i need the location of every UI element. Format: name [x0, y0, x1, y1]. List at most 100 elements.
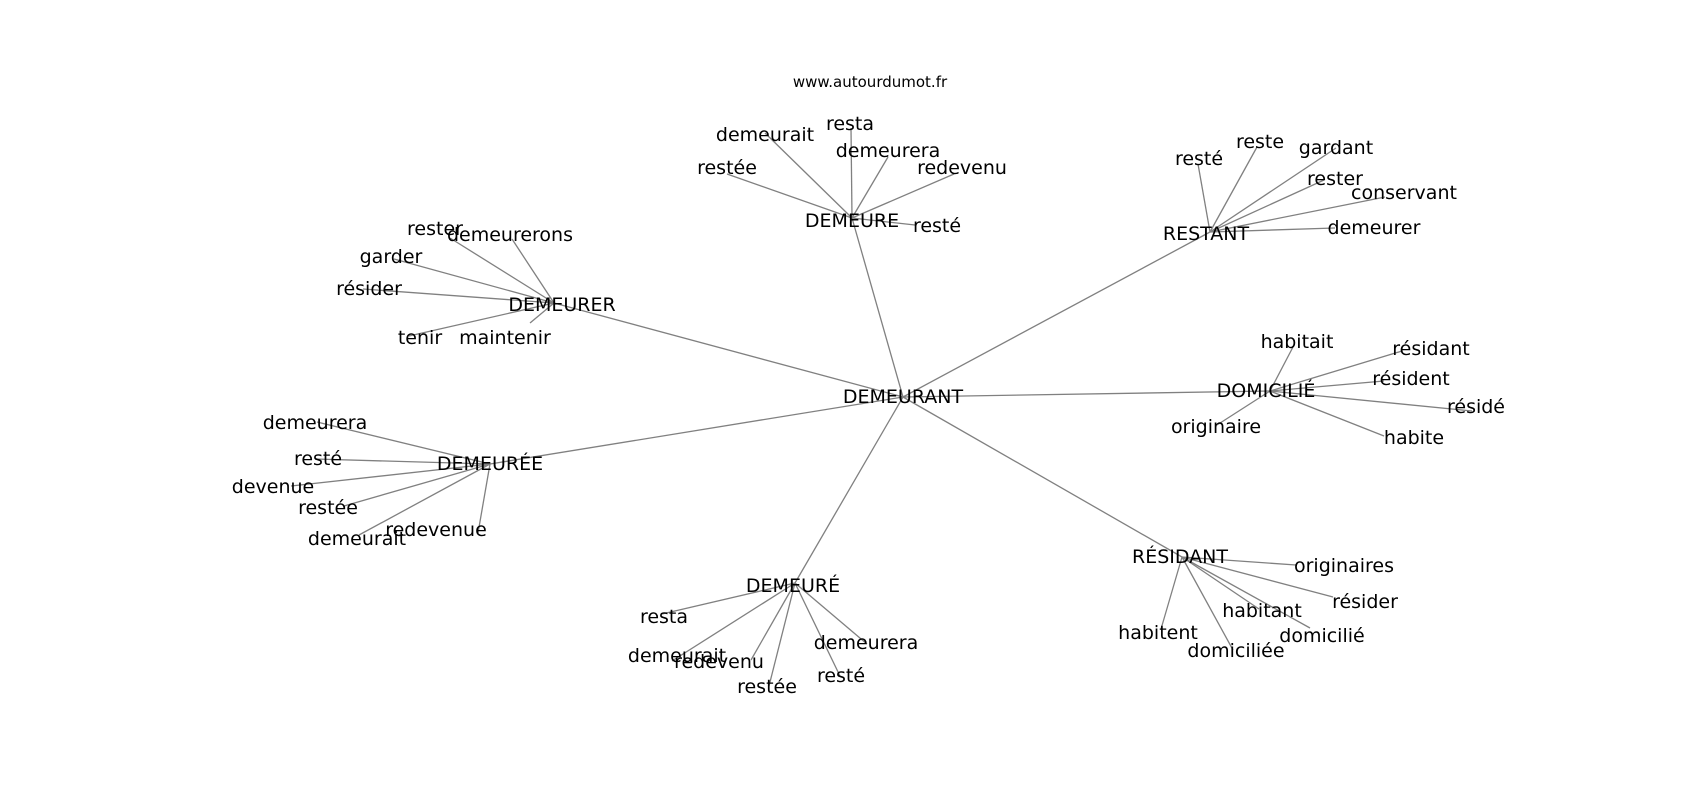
- hub-to-leaf-edge: [764, 132, 853, 219]
- hub-to-leaf-edge: [314, 458, 491, 465]
- hub-to-leaf-edge: [750, 582, 796, 661]
- hub-to-leaf-edge: [290, 463, 491, 487]
- leaf-node-label[interactable]: resté: [1175, 148, 1223, 170]
- hub-to-leaf-edge: [408, 302, 555, 337]
- watermark: www.autourdumot.fr: [793, 73, 948, 91]
- hub-to-leaf-edge: [661, 582, 796, 615]
- hub-node-label[interactable]: DEMEURÉE: [437, 452, 543, 475]
- leaf-node-label[interactable]: restée: [697, 157, 757, 179]
- hub-node-label[interactable]: RESTANT: [1163, 223, 1250, 245]
- hub-to-leaf-edge: [1209, 147, 1337, 233]
- root-to-hub-edge: [851, 217, 904, 398]
- root-to-hub-edge: [902, 231, 1211, 398]
- hub-to-leaf-edge: [1269, 380, 1385, 392]
- leaf-node-label[interactable]: gardant: [1299, 137, 1373, 159]
- hub-to-leaf-edge: [343, 463, 491, 507]
- leaf-node-label[interactable]: demeurait: [628, 645, 726, 667]
- leaf-node-label[interactable]: domiciliée: [1187, 640, 1284, 662]
- leaf-node-label[interactable]: originaires: [1294, 555, 1394, 577]
- hub-to-leaf-edge: [1209, 179, 1325, 233]
- leaf-node-label[interactable]: rester: [407, 218, 463, 240]
- leaf-node-label[interactable]: habitant: [1222, 600, 1302, 622]
- hub-to-leaf-edge: [851, 173, 955, 219]
- hub-node-label[interactable]: DEMEURER: [508, 294, 615, 316]
- leaf-node-label[interactable]: habite: [1384, 427, 1444, 449]
- hub-to-leaf-edge: [794, 582, 868, 645]
- hub-to-leaf-edge: [393, 258, 555, 304]
- hub-to-leaf-edge: [316, 421, 491, 465]
- leaf-node-label[interactable]: résident: [1372, 368, 1450, 390]
- root-node-label[interactable]: DEMEURANT: [843, 386, 964, 408]
- leaf-node-label[interactable]: demeurera: [263, 412, 368, 434]
- hub-to-leaf-edge: [671, 582, 796, 662]
- leaf-node-label[interactable]: demeurer: [1328, 217, 1421, 239]
- hub-to-leaf-edge: [477, 463, 491, 534]
- leaf-node-label[interactable]: devenue: [232, 476, 314, 498]
- hub-node-label[interactable]: DOMICILIÉ: [1217, 379, 1316, 402]
- hub-to-leaf-edge: [1269, 350, 1403, 392]
- hub-to-leaf-edge: [1181, 556, 1234, 651]
- leaf-node-label[interactable]: demeurera: [836, 140, 941, 162]
- root-to-hub-edge: [489, 396, 904, 465]
- leaf-node-label[interactable]: demeurerons: [447, 224, 573, 246]
- leaf-node-label[interactable]: rester: [1307, 168, 1363, 190]
- leaf-node-label[interactable]: resté: [913, 215, 961, 237]
- hub-to-leaf-edge: [851, 217, 916, 226]
- leaf-node-label[interactable]: resta: [826, 113, 874, 135]
- leaf-node-label[interactable]: redevenu: [917, 157, 1007, 179]
- hub-to-leaf-edge: [1269, 346, 1294, 392]
- hub-to-leaf-edge: [1269, 390, 1473, 412]
- edge-layer: [290, 127, 1473, 687]
- hub-to-leaf-edge: [726, 173, 853, 219]
- hub-to-leaf-edge: [358, 463, 491, 536]
- leaf-node-label[interactable]: maintenir: [459, 327, 551, 349]
- leaf-node-label[interactable]: habitent: [1118, 622, 1198, 644]
- hub-to-leaf-edge: [529, 302, 555, 324]
- leaf-node-label[interactable]: résider: [336, 278, 402, 300]
- leaf-node-label[interactable]: résidant: [1392, 338, 1469, 360]
- hub-to-leaf-edge: [1181, 556, 1297, 566]
- leaf-node-label[interactable]: resté: [294, 448, 342, 470]
- hub-to-leaf-edge: [1209, 196, 1386, 233]
- hub-to-leaf-edge: [1209, 227, 1336, 233]
- hub-to-leaf-edge: [768, 582, 796, 687]
- hub-to-leaf-edge: [1160, 556, 1183, 630]
- leaf-node-label[interactable]: habitait: [1261, 331, 1334, 353]
- hub-to-leaf-edge: [1269, 390, 1385, 437]
- hub-node-label[interactable]: DEMEURÉ: [746, 574, 840, 597]
- hub-to-leaf-edge: [794, 582, 841, 677]
- hub-to-leaf-edge: [1181, 556, 1260, 610]
- leaf-node-label[interactable]: domicilié: [1279, 625, 1364, 647]
- hub-to-leaf-edge: [1197, 163, 1211, 233]
- hub-to-leaf-edge: [449, 237, 555, 304]
- leaf-node-label[interactable]: redevenu: [674, 651, 764, 673]
- leaf-node-label[interactable]: restée: [737, 676, 797, 698]
- leaf-node-label[interactable]: résidé: [1447, 396, 1505, 418]
- hub-node-label[interactable]: RÉSIDANT: [1132, 545, 1228, 568]
- leaf-node-label[interactable]: garder: [360, 246, 423, 268]
- leaf-node-label[interactable]: conservant: [1351, 182, 1457, 204]
- root-to-hub-edge: [902, 396, 1183, 558]
- leaf-node-label[interactable]: redevenue: [385, 519, 487, 541]
- root-to-hub-edge: [553, 302, 904, 398]
- hub-to-leaf-edge: [850, 127, 853, 219]
- hub-to-leaf-edge: [1216, 390, 1271, 426]
- leaf-node-label[interactable]: résider: [1332, 591, 1398, 613]
- hub-to-leaf-edge: [851, 156, 889, 219]
- root-to-hub-edge: [902, 390, 1271, 398]
- leaf-node-label[interactable]: demeurera: [814, 632, 919, 654]
- root-to-hub-edge: [794, 396, 904, 584]
- leaf-node-label[interactable]: tenir: [398, 327, 442, 349]
- leaf-node-label[interactable]: demeurait: [308, 528, 406, 550]
- leaf-node-label[interactable]: originaire: [1171, 416, 1261, 438]
- leaf-node-label[interactable]: demeurait: [716, 124, 814, 146]
- leaf-node-label[interactable]: reste: [1236, 131, 1284, 153]
- label-layer: www.autourdumot.fr DEMEURANT DEMEURE demeu…: [232, 73, 1505, 698]
- leaf-node-label[interactable]: restée: [298, 497, 358, 519]
- hub-node-label[interactable]: DEMEURE: [805, 210, 899, 232]
- leaf-node-label[interactable]: resta: [640, 606, 688, 628]
- hub-to-leaf-edge: [362, 288, 555, 304]
- leaf-node-label[interactable]: resté: [817, 665, 865, 687]
- hub-to-leaf-edge: [1209, 146, 1258, 233]
